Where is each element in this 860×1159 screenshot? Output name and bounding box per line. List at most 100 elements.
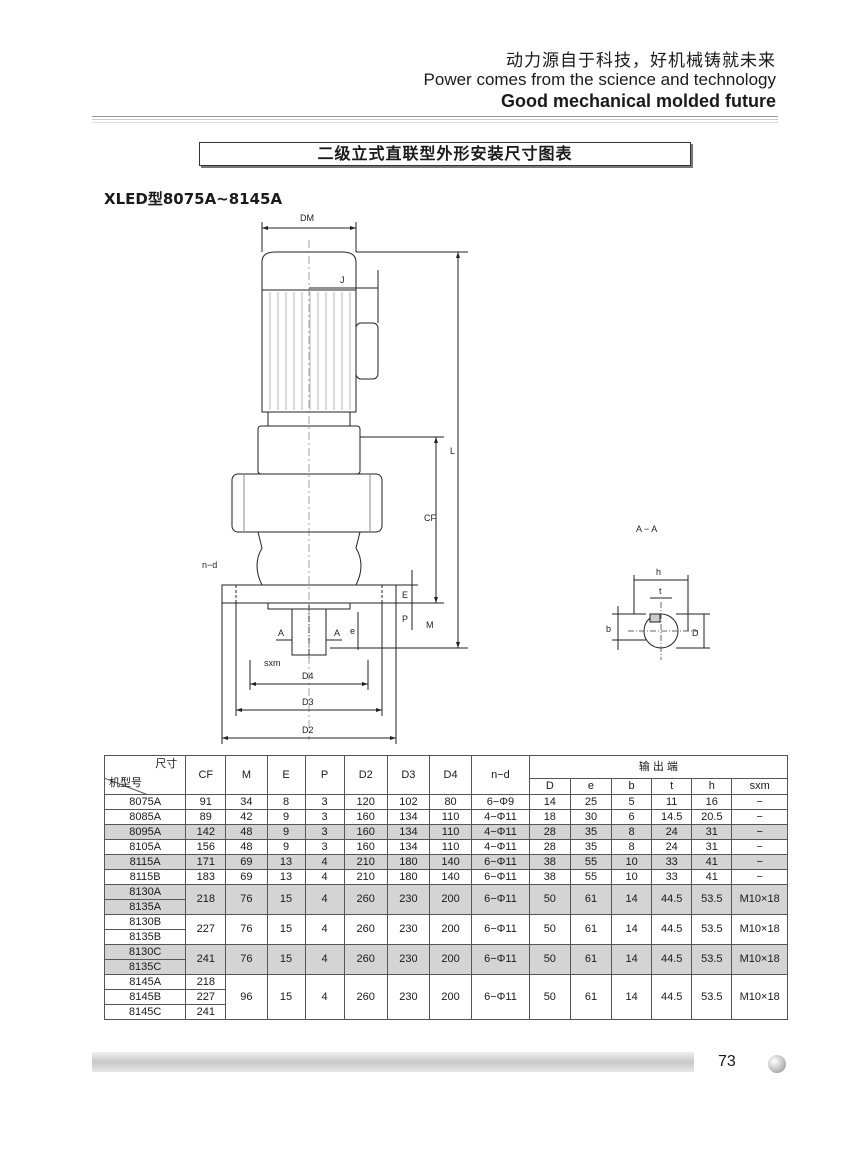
- value-cell: 28: [528, 839, 571, 855]
- value-cell: 69: [225, 869, 268, 885]
- value-cell: 20.5: [691, 809, 733, 825]
- value-cell: 53.5: [691, 884, 733, 915]
- value-cell: 15: [266, 914, 306, 945]
- value-cell: 15: [266, 974, 306, 1020]
- value-cell: −: [731, 809, 788, 825]
- value-cell: 110: [428, 839, 473, 855]
- value-cell: 6−Φ9: [471, 794, 530, 810]
- value-cell: 3: [304, 809, 345, 825]
- model-cell: 8145B: [103, 989, 187, 1005]
- value-cell: 30: [569, 809, 613, 825]
- value-cell: 11: [651, 794, 693, 810]
- value-cell: 80: [428, 794, 473, 810]
- value-cell: 4: [304, 869, 345, 885]
- value-cell: 200: [428, 944, 473, 975]
- col-header: D4: [428, 755, 473, 795]
- value-cell: 50: [528, 914, 571, 945]
- value-cell: 260: [343, 944, 388, 975]
- header-tagline: Good mechanical molded future: [500, 91, 776, 111]
- header-rule: [92, 116, 778, 117]
- value-cell: 260: [343, 914, 388, 945]
- value-cell: 142: [185, 824, 227, 840]
- model-cell: 8115A: [103, 854, 187, 870]
- value-cell: 31: [691, 824, 733, 840]
- value-cell: 53.5: [691, 914, 733, 945]
- dim-label-b: b: [606, 624, 611, 634]
- value-cell: 41: [691, 854, 733, 870]
- value-cell: 18: [528, 809, 571, 825]
- dim-label-h: h: [656, 567, 661, 577]
- value-cell: 42: [225, 809, 268, 825]
- dim-label-P: P: [402, 614, 408, 624]
- gear-housing: [231, 473, 383, 533]
- model-cell: 8135C: [103, 959, 187, 975]
- output-col-header: D: [528, 778, 571, 795]
- value-cell: 6−Φ11: [471, 974, 530, 1020]
- value-cell: 3: [304, 824, 345, 840]
- value-cell: 4: [304, 854, 345, 870]
- value-cell: −: [731, 794, 788, 810]
- col-header: D3: [386, 755, 430, 795]
- value-cell: 3: [304, 839, 345, 855]
- value-cell: 4−Φ11: [471, 839, 530, 855]
- value-cell: −: [731, 824, 788, 840]
- value-cell: 241: [185, 944, 227, 975]
- value-cell: 35: [569, 824, 613, 840]
- value-cell: 3: [304, 794, 345, 810]
- value-cell: 134: [386, 839, 430, 855]
- value-cell: 6−Φ11: [471, 914, 530, 945]
- dim-label-nd: n−d: [202, 560, 217, 570]
- corner-bottom: 机型号: [109, 777, 142, 789]
- value-cell: 260: [343, 884, 388, 915]
- value-cell: 134: [386, 824, 430, 840]
- table-corner-cell: 尺寸 机型号: [103, 755, 187, 795]
- value-cell: 14: [611, 914, 653, 945]
- value-cell: 76: [225, 944, 268, 975]
- value-cell: 171: [185, 854, 227, 870]
- value-cell: 4: [304, 914, 345, 945]
- dim-label-t: t: [659, 586, 662, 596]
- model-cell: 8130A: [103, 884, 187, 900]
- value-cell: 200: [428, 884, 473, 915]
- model-cell: 8115B: [103, 869, 187, 885]
- value-cell: 14: [611, 944, 653, 975]
- value-cell: 34: [225, 794, 268, 810]
- header-rule-light: [92, 119, 778, 120]
- value-cell: 10: [611, 854, 653, 870]
- model-cell: 8145C: [103, 1004, 187, 1020]
- dim-label-D3: D3: [302, 697, 314, 707]
- header-slogan-cn: 动力源自于科技，好机械铸就未来: [506, 51, 776, 71]
- value-cell: 180: [386, 869, 430, 885]
- value-cell: 4: [304, 944, 345, 975]
- dim-label-D: D: [692, 628, 699, 638]
- dim-label-D2: D2: [302, 725, 314, 735]
- value-cell: 8: [611, 839, 653, 855]
- table-row: 8135A: [103, 899, 788, 915]
- corner-top: 尺寸: [155, 758, 178, 770]
- dim-label-A-right: A: [334, 628, 340, 638]
- value-cell: 33: [651, 854, 693, 870]
- value-cell: 160: [343, 839, 388, 855]
- value-cell: 102: [386, 794, 430, 810]
- value-cell: 61: [569, 914, 613, 945]
- col-header: M: [225, 755, 268, 795]
- value-cell: 9: [266, 809, 306, 825]
- value-cell: 6−Φ11: [471, 854, 530, 870]
- model-range: XLED型8075A~8145A: [104, 190, 283, 208]
- value-cell: 69: [225, 854, 268, 870]
- value-cell: 91: [185, 794, 227, 810]
- value-cell: 53.5: [691, 974, 733, 1020]
- value-cell: 110: [428, 809, 473, 825]
- dim-label-M: M: [426, 620, 434, 630]
- value-cell: 160: [343, 824, 388, 840]
- page-number: 73: [718, 1053, 736, 1070]
- header-slogan-en: Power comes from the science and technol…: [423, 70, 776, 89]
